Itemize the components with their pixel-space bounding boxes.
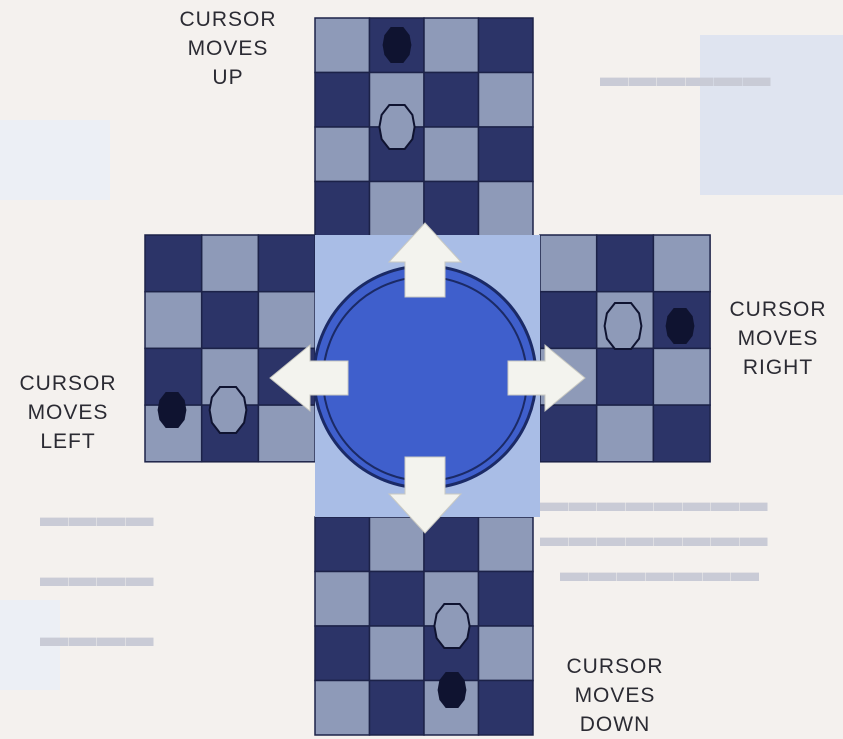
dark-square <box>258 235 315 292</box>
dark-square <box>597 235 654 292</box>
label-line: LEFT <box>8 427 128 456</box>
light-square <box>540 235 597 292</box>
light-square <box>145 292 202 349</box>
dark-square <box>315 517 370 572</box>
light-square <box>258 292 315 349</box>
dark-square <box>479 681 534 736</box>
label-line: UP <box>168 63 288 92</box>
label-line: MOVES <box>168 34 288 63</box>
dark-square <box>540 405 597 462</box>
empty-piece-slot <box>158 392 187 428</box>
light-square <box>653 235 710 292</box>
empty-piece-slot <box>438 672 467 708</box>
light-square <box>315 18 370 73</box>
label-line: MOVES <box>555 681 675 710</box>
light-square <box>370 626 425 681</box>
light-square <box>202 235 259 292</box>
dark-square <box>479 572 534 627</box>
dark-square <box>424 182 479 237</box>
dark-square <box>202 292 259 349</box>
empty-piece-slot <box>383 27 412 63</box>
empty-piece-slot <box>666 308 695 344</box>
light-square <box>479 182 534 237</box>
light-square <box>370 182 425 237</box>
dark-square <box>370 681 425 736</box>
label-line: RIGHT <box>718 353 838 382</box>
label-cursor-moves-up: CURSOR MOVES UP <box>168 5 288 92</box>
dark-square <box>597 348 654 405</box>
light-square <box>315 572 370 627</box>
game-piece <box>379 105 414 149</box>
label-cursor-moves-right: CURSOR MOVES RIGHT <box>718 295 838 382</box>
dark-square <box>145 235 202 292</box>
label-line: MOVES <box>718 324 838 353</box>
light-square <box>653 348 710 405</box>
label-line: DOWN <box>555 710 675 739</box>
label-line: CURSOR <box>555 652 675 681</box>
dark-square <box>370 572 425 627</box>
label-line: CURSOR <box>8 369 128 398</box>
light-square <box>315 681 370 736</box>
game-piece <box>605 303 642 349</box>
game-piece <box>434 604 469 648</box>
game-piece <box>210 387 247 433</box>
dark-square <box>540 292 597 349</box>
dark-square <box>315 73 370 128</box>
light-square <box>315 127 370 182</box>
dark-square <box>479 127 534 182</box>
light-square <box>479 73 534 128</box>
light-square <box>424 18 479 73</box>
light-square <box>479 517 534 572</box>
light-square <box>370 517 425 572</box>
label-line: CURSOR <box>168 5 288 34</box>
label-cursor-moves-left: CURSOR MOVES LEFT <box>8 369 128 456</box>
light-square <box>424 127 479 182</box>
label-line: CURSOR <box>718 295 838 324</box>
light-square <box>479 626 534 681</box>
light-square <box>258 405 315 462</box>
light-square <box>597 405 654 462</box>
dark-square <box>315 182 370 237</box>
label-cursor-moves-down: CURSOR MOVES DOWN <box>555 652 675 739</box>
dark-square <box>424 73 479 128</box>
label-line: MOVES <box>8 398 128 427</box>
dark-square <box>653 405 710 462</box>
dark-square <box>315 626 370 681</box>
dark-square <box>479 18 534 73</box>
